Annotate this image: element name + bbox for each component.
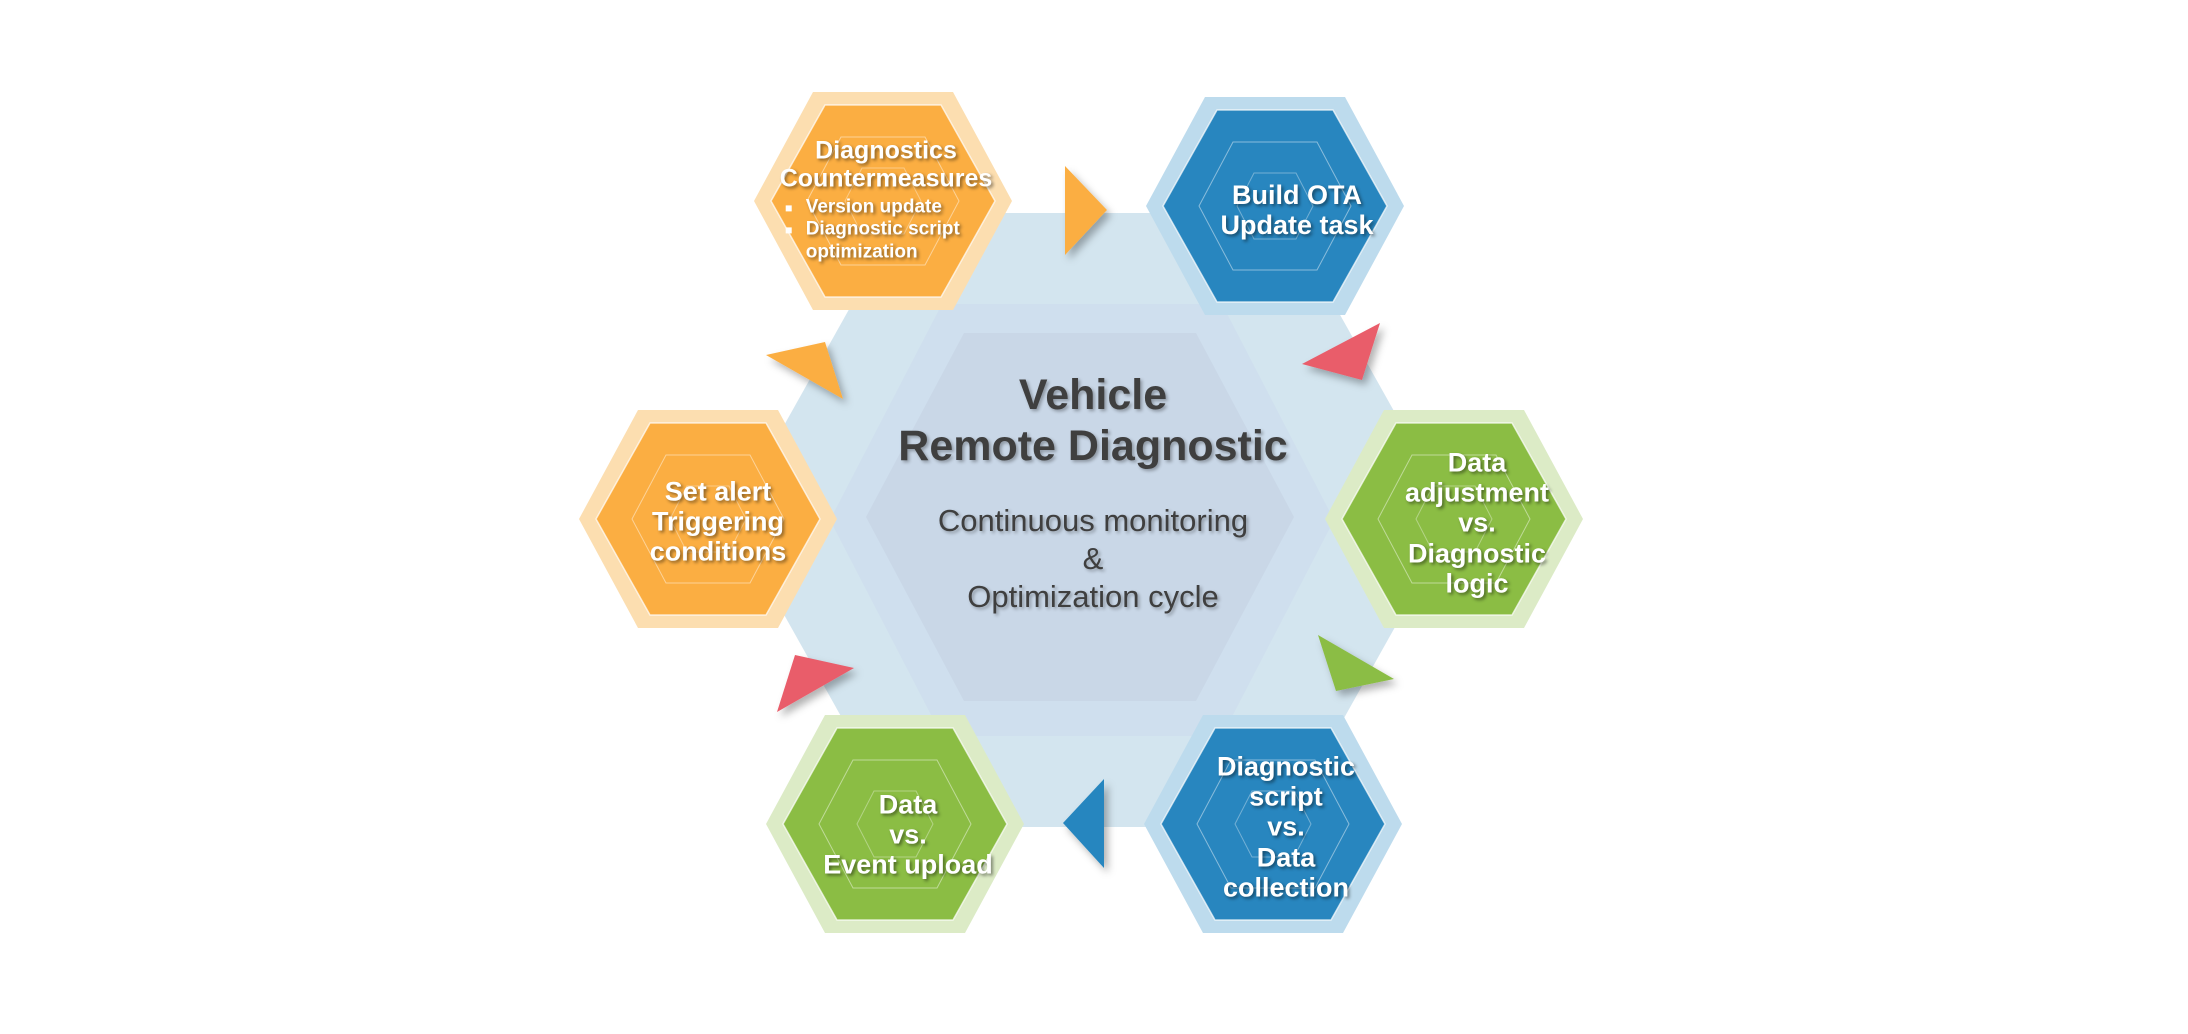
node-label-line: adjustment (1404, 477, 1550, 508)
node-decor-hexagon (844, 167, 922, 235)
center-title: Vehicle Remote Diagnostic (898, 370, 1287, 471)
node-label-line: Set alert (664, 476, 772, 507)
node-decor-hexagon (1415, 485, 1493, 553)
node-title-line: Countermeasures (779, 164, 993, 193)
node-label-line: Data (878, 789, 938, 820)
node-data-vs-event-upload (766, 715, 1024, 933)
node-data-adjustment-vs-diagnostic-logic (1325, 410, 1583, 628)
center-title-line: Vehicle (1018, 371, 1168, 419)
node-label-line: logic (1445, 568, 1509, 599)
node-decor-hexagon (806, 136, 960, 266)
node-label-line: vs. (1267, 811, 1305, 842)
node-inner-hexagon (1162, 109, 1388, 303)
cycle-arrows (766, 166, 1394, 868)
node-label-line: vs. (889, 819, 927, 850)
node-label-line: collection (1222, 872, 1350, 903)
node-bullet-list: Version update Diagnostic script optimiz… (780, 196, 993, 263)
node-label-line: Diagnostic (1407, 538, 1547, 569)
triangle-icon (766, 342, 843, 399)
node-inner-hexagon (770, 104, 996, 298)
node-inner-hexagon (1341, 422, 1567, 616)
node-label-line: conditions (649, 537, 787, 568)
node-decor-hexagon (1196, 759, 1350, 889)
node-title-line: Diagnostics (815, 136, 957, 165)
node-label-line: Update task (1220, 210, 1374, 240)
center-subtitle-line: Optimization cycle (967, 578, 1219, 614)
node-set-alert-triggering-conditions (579, 410, 837, 628)
node-decor-hexagon (1236, 172, 1314, 240)
node-data-adjustment-label: Data adjustment vs. Diagnostic logic (1405, 447, 1549, 598)
triangle-icon (1302, 323, 1380, 380)
node-inner-hexagon (595, 422, 821, 616)
node-build-ota-update-task-label: Build OTA Update task (1220, 180, 1373, 240)
node-label-line: Data (1447, 447, 1507, 478)
node-decor-hexagon (669, 485, 747, 553)
node-label-line: Triggering (651, 506, 784, 537)
node-set-alert-label: Set alert Triggering conditions (650, 477, 787, 568)
node-label-line: Event upload (823, 850, 993, 881)
inner-core-hexagon (866, 333, 1294, 701)
center-subtitle-line: Continuous monitoring (937, 503, 1249, 538)
triangle-right-icon (1065, 166, 1107, 255)
center-title-line: Remote Diagnostic (898, 421, 1288, 470)
node-decor-hexagon (1198, 141, 1352, 271)
node-data-vs-event-upload-label: Data vs. Event upload (823, 790, 993, 881)
center-rings (731, 213, 1455, 827)
node-decor-hexagon (1377, 454, 1531, 584)
bullet-item: Version update (780, 196, 993, 218)
node-label-line: vs. (1458, 507, 1496, 538)
node-decor-hexagon (818, 759, 972, 889)
node-diagnostics-countermeasures-label: Diagnostics Countermeasures Version upda… (780, 136, 993, 263)
node-label-line: Data (1256, 842, 1316, 873)
node-diagnostic-script-label: Diagnostic script vs. Data collection (1217, 751, 1355, 902)
node-decor-hexagon (856, 790, 934, 858)
node-decor-hexagon (1234, 790, 1312, 858)
node-label-line: Diagnostic (1216, 751, 1356, 782)
node-diagnostics-countermeasures (754, 92, 1012, 310)
node-decor-hexagon (631, 454, 785, 584)
node-label-line: Build OTA (1232, 179, 1362, 210)
triangle-left-icon (1063, 779, 1104, 868)
bullet-item: Diagnostic script optimization (780, 219, 976, 264)
triangle-icon (777, 655, 854, 712)
center-subtitle: Continuous monitoring & Optimization cyc… (938, 502, 1248, 615)
node-diagnostic-script-vs-data-collection (1144, 715, 1402, 933)
triangle-icon (1318, 635, 1394, 691)
node-build-ota-update-task (1146, 97, 1404, 315)
node-label-line: script (1249, 781, 1323, 812)
node-inner-hexagon (782, 727, 1008, 921)
node-inner-hexagon (1160, 727, 1386, 921)
center-subtitle-line: & (1082, 540, 1104, 576)
cycle-nodes (579, 92, 1583, 933)
